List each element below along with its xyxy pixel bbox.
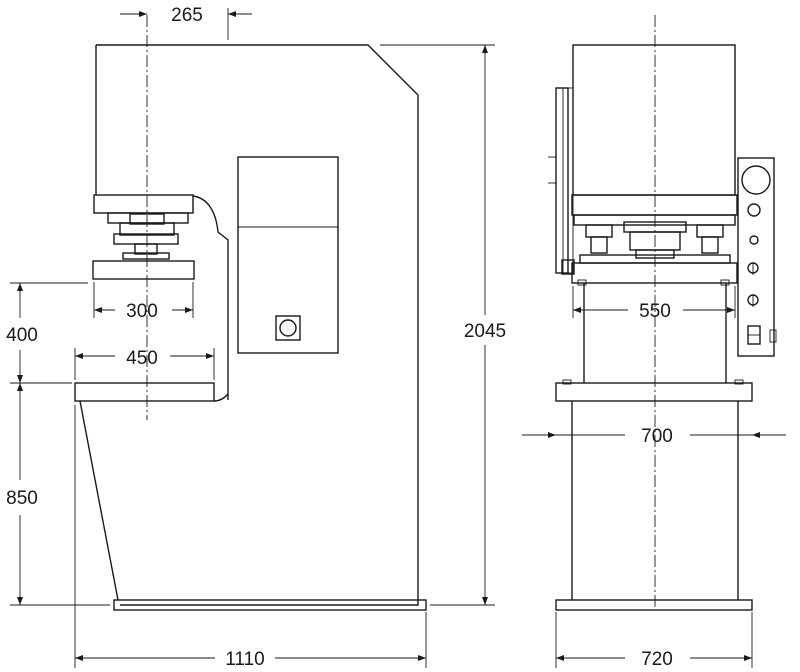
dim-700: 700 [522, 426, 786, 447]
dim-720: 720 [555, 612, 753, 670]
side-control-panel [237, 156, 339, 354]
dim-400-text: 400 [6, 325, 38, 346]
side-upper-die [92, 260, 195, 280]
dim-550: 550 [572, 286, 736, 322]
dim-265-text: 265 [171, 5, 203, 26]
front-upper-die [571, 262, 738, 284]
side-leg [79, 400, 119, 601]
side-base [113, 599, 427, 611]
side-frame [95, 44, 419, 606]
front-view [548, 15, 777, 611]
side-table [74, 382, 215, 402]
dim-450-text: 450 [126, 348, 158, 369]
dim-1110-text: 1110 [225, 649, 264, 670]
dim-2045-text: 2045 [464, 321, 506, 342]
front-table [555, 382, 753, 402]
dim-1110: 1110 [74, 405, 427, 670]
side-throat [192, 195, 229, 400]
dim-265: 265 [120, 5, 252, 40]
dim-450: 450 [74, 348, 215, 380]
pressure-gauge-icon [741, 165, 771, 195]
dim-550-text: 550 [639, 301, 671, 322]
dim-700-text: 700 [641, 426, 673, 447]
side-view [74, 15, 427, 611]
dim-720-text: 720 [641, 649, 673, 670]
front-control-column [737, 157, 775, 357]
dim-300-text: 300 [126, 301, 158, 322]
dim-850-text: 850 [6, 488, 38, 509]
dim-400-850: 400 850 [6, 282, 110, 606]
dim-300: 300 [93, 282, 194, 322]
dim-2045: 2045 [380, 44, 506, 606]
front-base [555, 599, 753, 611]
side-head-block [93, 194, 194, 214]
dimension-lines: 265 300 450 [6, 5, 786, 670]
front-housing [572, 44, 736, 196]
